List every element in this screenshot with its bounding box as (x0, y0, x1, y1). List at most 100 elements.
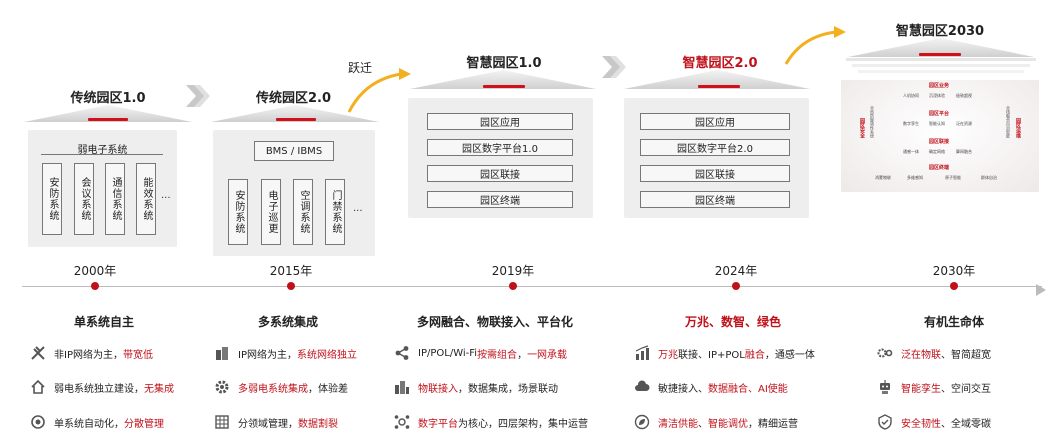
timeline-dot (950, 282, 958, 290)
layer-box: 园区终端 (640, 191, 790, 208)
side-sub: 全栈融合自治智能 (1006, 106, 1011, 138)
layer-title: 园区联接 (929, 139, 950, 145)
timeline-dot (91, 282, 99, 290)
divider (41, 154, 163, 155)
system-box: 能效系统 (136, 163, 156, 235)
feature-row: 分领域管理，数据割裂 (214, 414, 338, 430)
system-box: 安防系统 (42, 163, 62, 235)
gear-icon (214, 379, 230, 395)
layer-item: 智能认知 (929, 121, 945, 126)
feature-text: ，通感一体 (764, 349, 815, 361)
year-label: 2024年 (714, 264, 758, 278)
gears-icon (877, 345, 893, 361)
system-box: 空调系统 (293, 179, 313, 245)
feature-text: 安全韧性 (901, 418, 941, 430)
layer-item: 算网融合 (956, 149, 972, 154)
year-label: 2015年 (269, 264, 313, 278)
feature-text: 分领域管理， (238, 418, 298, 430)
side-sub: 全局防御韧性系统 (870, 106, 875, 138)
layer-item: 确定网络 (929, 149, 945, 154)
roof-icon (209, 103, 381, 123)
timeline-dot (732, 282, 740, 290)
stage-accent-bar (88, 118, 128, 121)
divider (852, 64, 1030, 67)
panel-stage-4: 园区应用 园区数字平台2.0 园区联接 园区终端 (624, 98, 809, 218)
cloud-icon (634, 379, 650, 395)
feature-text: 弱电系统独立建设， (54, 383, 144, 395)
system-box: 会议系统 (74, 163, 94, 235)
timeline-dot (509, 282, 517, 290)
chevron-right-icon (186, 85, 212, 111)
feature-row: 泛在物联、智简超宽 (877, 345, 991, 361)
automation-icon (30, 414, 46, 430)
layer-item: 鸿蒙物联 (875, 175, 891, 180)
roof-icon (22, 103, 194, 123)
home-icon (30, 379, 46, 395)
year-label: 2019年 (491, 264, 535, 278)
feature-row: 敏捷接入、数据融合、AI使能 (634, 379, 788, 395)
feature-row: 清洁供能、智能调优，精细运营 (634, 414, 798, 430)
stage-accent-bar (276, 118, 316, 121)
layer-box: 园区应用 (427, 113, 573, 130)
system-box: 安防系统 (228, 179, 248, 245)
layer-item: 群体自治 (981, 175, 997, 180)
bms-box: BMS / IBMS (254, 141, 334, 161)
layer-box: 园区数字平台2.0 (640, 139, 790, 156)
system-box: 电子巡更 (261, 179, 281, 245)
layer-title: 园区终端 (929, 165, 950, 171)
layer-item: 通感一体 (903, 149, 919, 154)
ellipsis: ... (353, 203, 363, 214)
feature-title: 单系统自主 (73, 315, 134, 329)
layer-item: 原子智能 (945, 175, 961, 180)
feature-text: 为核心，四层架构，集中运营 (458, 418, 588, 430)
stage-title-4: 智慧园区2.0 (682, 56, 758, 71)
side-title: 园区运维 (1015, 118, 1021, 138)
feature-text: 非IP网络为主， (54, 349, 123, 361)
system-box: 通信系统 (105, 163, 125, 235)
panel-stage-3: 园区应用 园区数字平台1.0 园区联接 园区终端 (408, 98, 593, 218)
timeline (22, 286, 1042, 287)
feature-text: 、智简超宽 (941, 349, 991, 361)
feature-row: 多弱电系统集成，体验差 (214, 379, 348, 395)
feature-text: 多弱电系统集成 (238, 383, 308, 395)
panel-stage-1: 弱电子系统 安防系统 会议系统 通信系统 能效系统 ... (28, 130, 177, 247)
feature-text: 、 (698, 418, 708, 430)
feature-text: 物联接入 (418, 383, 458, 395)
feature-text: 单系统自动化， (54, 418, 124, 430)
stage-title-2: 传统园区2.0 (255, 91, 332, 106)
feature-row: 安全韧性、全域零碳 (877, 414, 991, 430)
feature-row: 单系统自动化，分散管理 (30, 414, 164, 430)
stage-accent-bar (698, 85, 740, 88)
stage-accent-bar (483, 85, 525, 88)
grid-icon (214, 414, 230, 430)
bar-chart-icon (634, 345, 650, 361)
feature-row: 弱电系统独立建设，无集成 (30, 379, 174, 395)
roof-icon (846, 36, 1036, 58)
feature-text: 融合 (744, 349, 765, 361)
feature-text: 智能孪生 (901, 383, 941, 395)
city-icon (394, 379, 410, 395)
feature-text: IP网络为主， (238, 349, 297, 361)
feature-text: 数据融合、AI使能 (708, 383, 788, 395)
leap-label: 跃迁 (348, 61, 373, 75)
roof-icon (408, 68, 598, 90)
stage-title-3: 智慧园区1.0 (466, 56, 542, 71)
layer-box: 园区应用 (640, 113, 790, 130)
feature-text: 、空间交互 (941, 383, 991, 395)
roof-icon (622, 68, 812, 90)
panel-stage-2: BMS / IBMS 安防系统 电子巡更 空调系统 门禁系统 ... (213, 130, 375, 256)
layer-item: 多维感知 (907, 175, 923, 180)
feature-text: 分散管理 (124, 418, 164, 430)
leap-arrow-icon (782, 24, 852, 72)
feature-text: 万兆 (658, 349, 678, 361)
layer-box: 园区数字平台1.0 (427, 139, 573, 156)
layer-box: 园区联接 (427, 165, 573, 182)
timeline-arrow-icon (1036, 281, 1046, 300)
feature-text: ，数据集成，场景联动 (458, 383, 558, 395)
side-title: 园区安全 (859, 118, 865, 138)
layer-item: 泛在资源 (956, 121, 972, 126)
system-box: 门禁系统 (325, 179, 345, 245)
panel-heading: 弱电子系统 (77, 145, 128, 156)
